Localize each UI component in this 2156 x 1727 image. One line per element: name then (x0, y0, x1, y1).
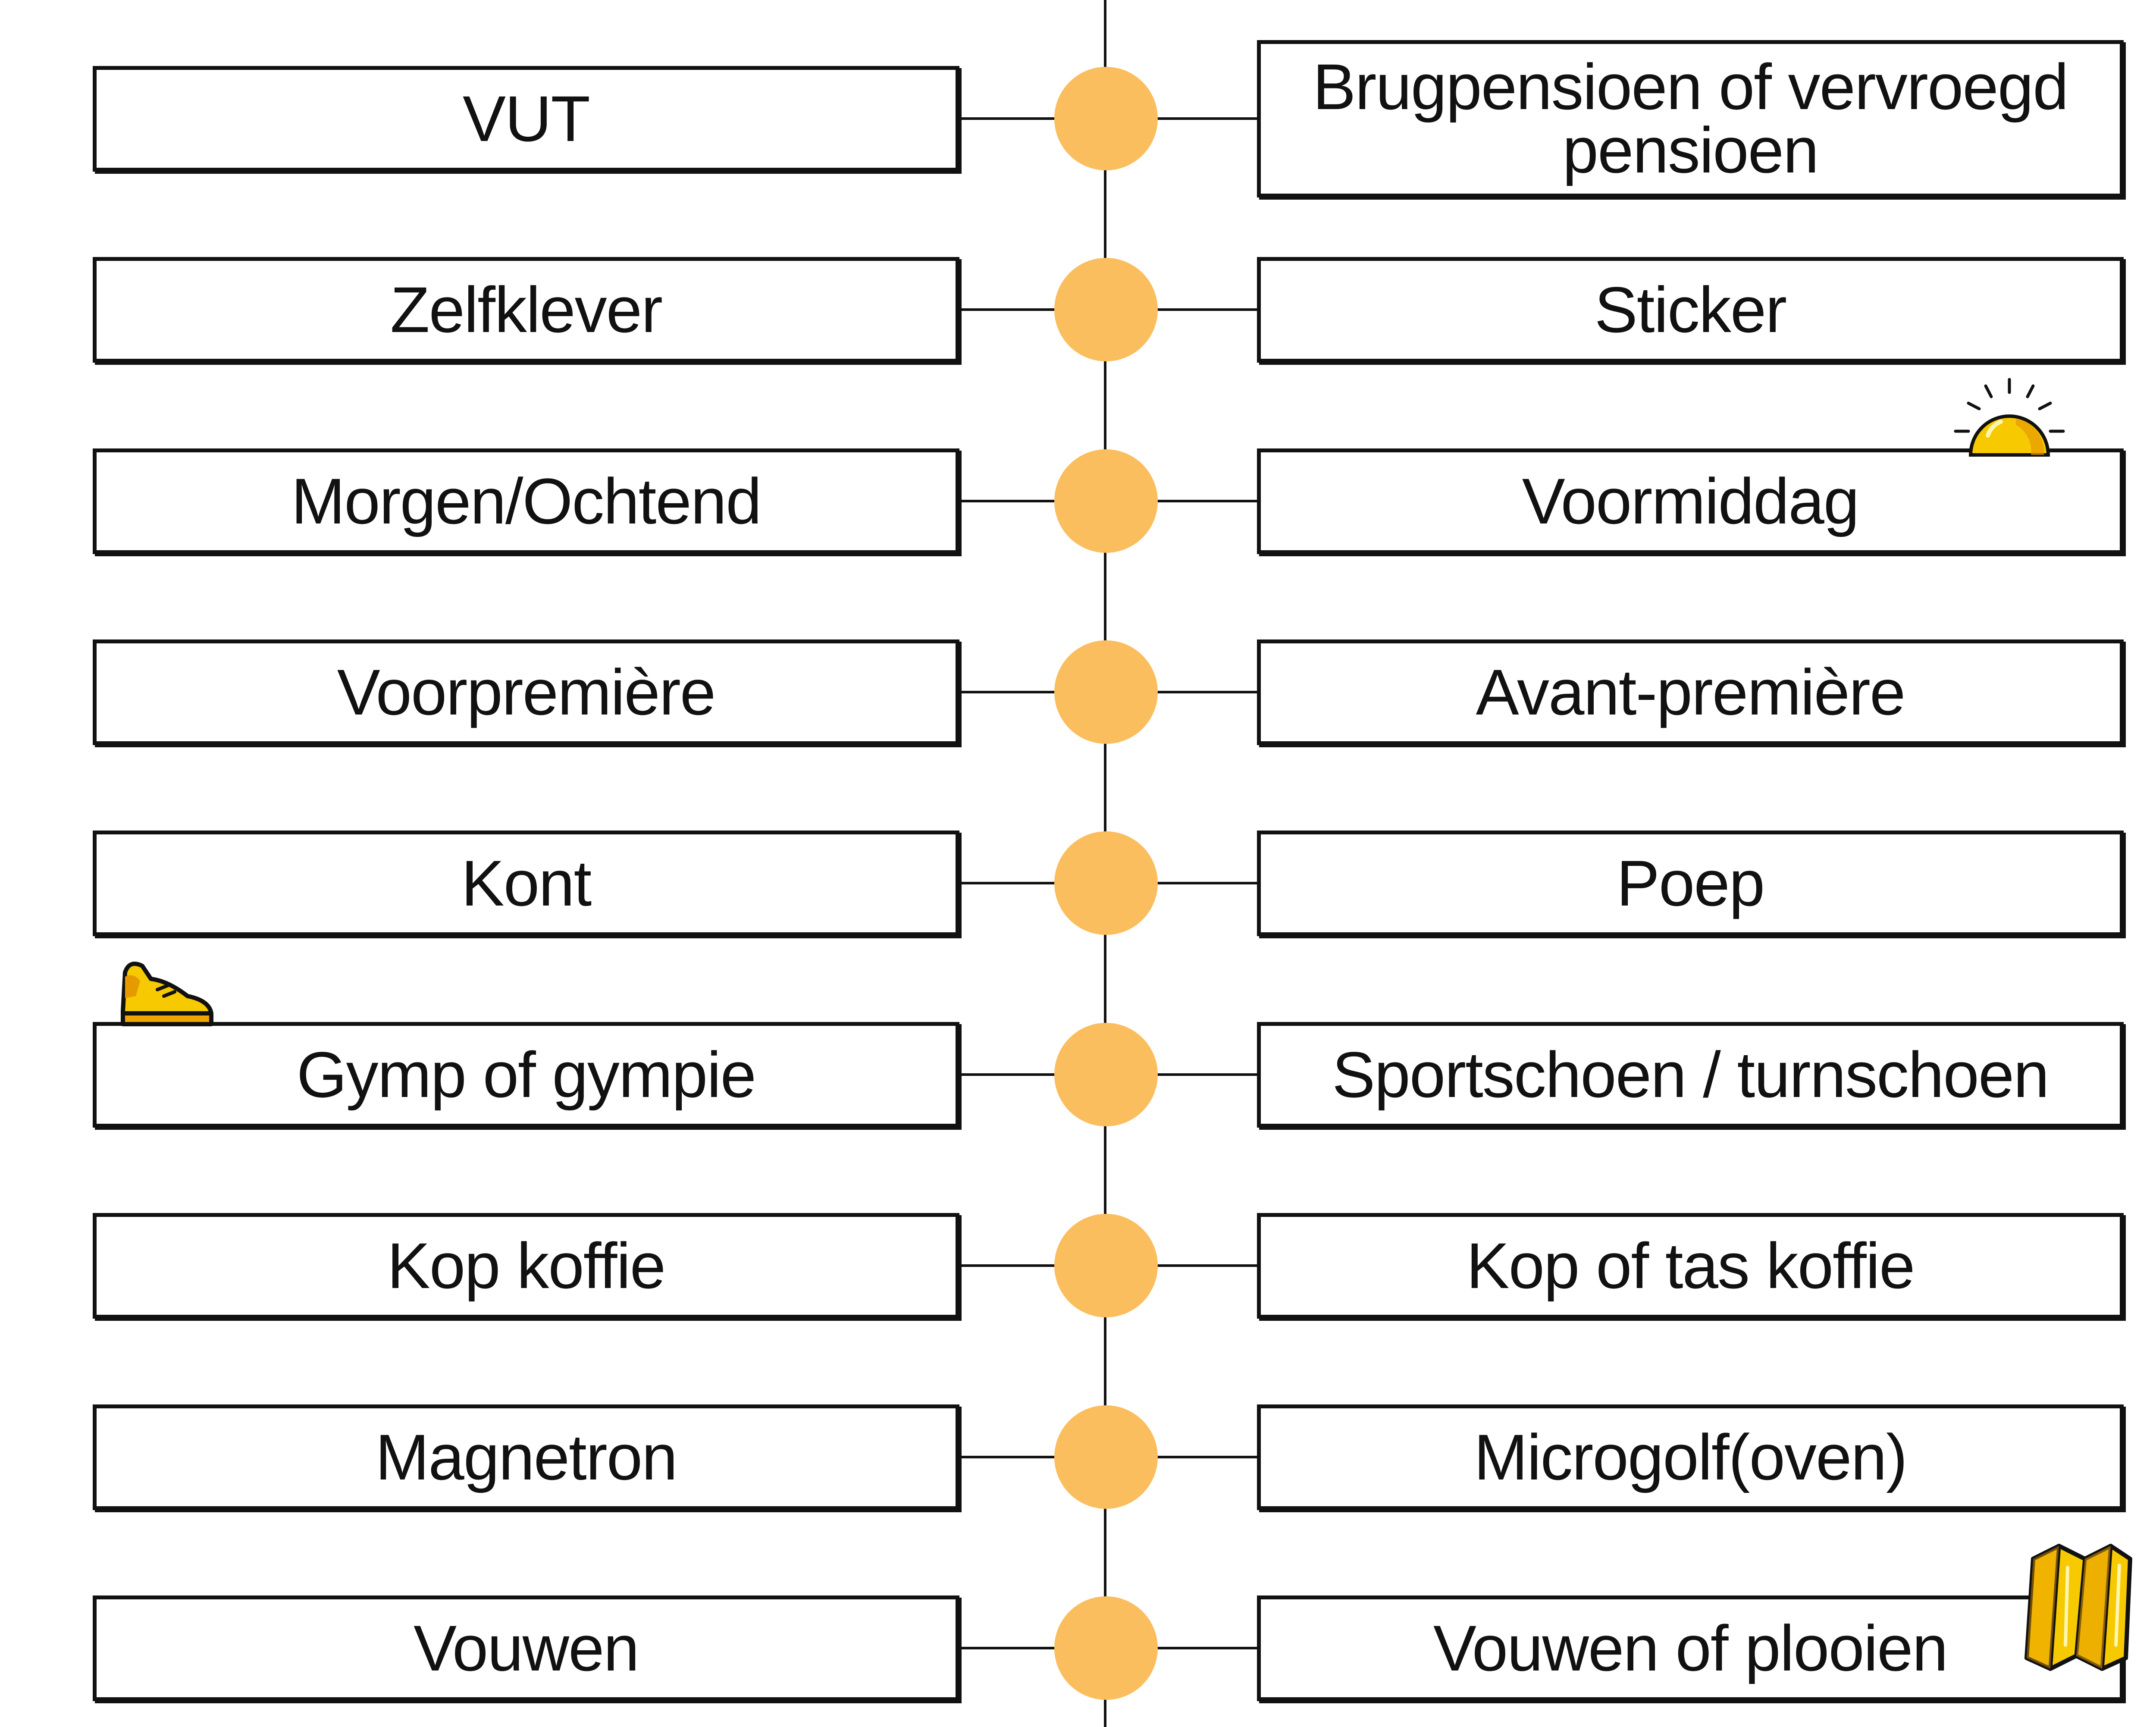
sun-icon (1954, 378, 2065, 457)
left-connector-line (959, 117, 1059, 120)
right-connector-line (1153, 308, 1257, 311)
right-connector-line (1153, 1456, 1257, 1458)
right-connector-line (1153, 117, 1257, 120)
right-term-box: Poep (1257, 830, 2124, 936)
left-term-box: Morgen/Ochtend (93, 448, 959, 554)
left-connector-line (959, 882, 1059, 884)
right-connector-line (1153, 882, 1257, 884)
right-connector-line (1153, 1073, 1257, 1076)
timeline-dot (1054, 1405, 1158, 1509)
left-connector-line (959, 1647, 1059, 1649)
left-connector-line (959, 691, 1059, 693)
timeline-dot (1054, 1023, 1158, 1126)
left-term-box: Kont (93, 830, 959, 936)
timeline-dot (1054, 258, 1158, 361)
left-connector-line (959, 500, 1059, 502)
left-connector-line (959, 1264, 1059, 1267)
right-term-box: Avant-première (1257, 639, 2124, 745)
left-term-box: VUT (93, 66, 959, 172)
timeline-dot (1054, 67, 1158, 170)
left-term-box: Magnetron (93, 1404, 959, 1510)
folded-map-icon (2024, 1544, 2132, 1671)
sneaker-icon (121, 962, 213, 1026)
right-connector-line (1153, 1647, 1257, 1649)
left-connector-line (959, 308, 1059, 311)
left-term-box: Zelfklever (93, 257, 959, 363)
timeline-dot (1054, 831, 1158, 935)
left-term-box: Gymp of gympie (93, 1022, 959, 1128)
right-term-box: Kop of tas koffie (1257, 1213, 2124, 1319)
timeline-dot (1054, 1214, 1158, 1317)
right-term-box: Sportschoen / turnschoen (1257, 1022, 2124, 1128)
right-term-box: Microgolf(oven) (1257, 1404, 2124, 1510)
timeline-dot (1054, 449, 1158, 553)
right-term-box: Vouwen of plooien (1257, 1595, 2124, 1701)
right-term-box: Sticker (1257, 257, 2124, 363)
left-term-box: Kop koffie (93, 1213, 959, 1319)
timeline-dot (1054, 640, 1158, 744)
right-connector-line (1153, 500, 1257, 502)
left-connector-line (959, 1073, 1059, 1076)
right-term-box: Brugpensioen of vervroegd pensioen (1257, 40, 2124, 197)
right-term-box: Voormiddag (1257, 448, 2124, 554)
left-term-box: Voorpremière (93, 639, 959, 745)
right-connector-line (1153, 1264, 1257, 1267)
left-connector-line (959, 1456, 1059, 1458)
timeline-dot (1054, 1596, 1158, 1700)
right-connector-line (1153, 691, 1257, 693)
left-term-box: Vouwen (93, 1595, 959, 1701)
